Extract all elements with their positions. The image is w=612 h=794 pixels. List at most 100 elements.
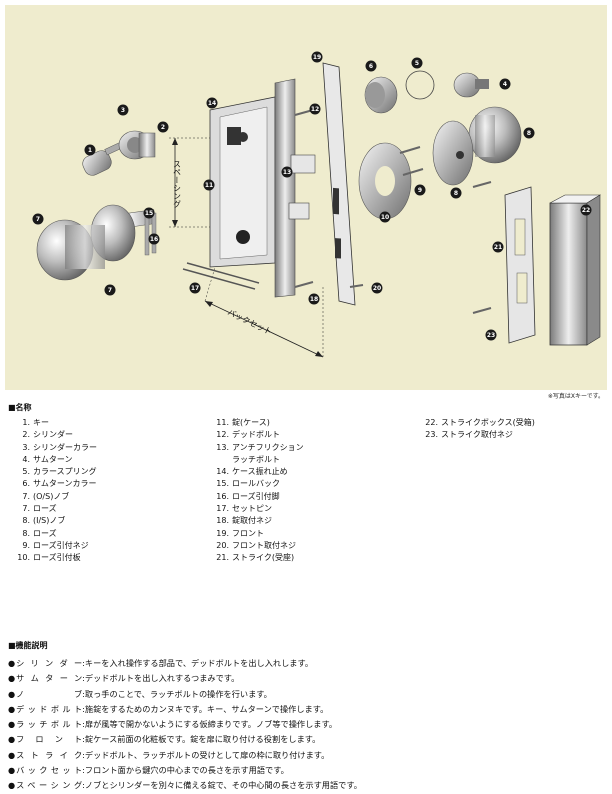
- callout-21: 21: [492, 241, 504, 253]
- part-label: 錠取付ネジ: [232, 516, 272, 526]
- part-label: ストライク取付ネジ: [441, 430, 513, 440]
- function-description: デッドボルト、ラッチボルトの受けとして扉の枠に取り付けます。: [84, 749, 330, 760]
- callout-8: 8: [523, 127, 535, 139]
- part-name-item: 19.フロント: [205, 528, 304, 540]
- function-term: フロント: [16, 734, 83, 745]
- part-label: デッドボルト: [232, 430, 280, 440]
- part-name-item: 12.デッドボルト: [205, 429, 304, 441]
- svg-text:23: 23: [487, 332, 495, 339]
- svg-text:14: 14: [208, 100, 216, 107]
- callout-4: 4: [499, 78, 511, 90]
- part-number: 5.: [22, 467, 30, 477]
- callout-16: 16: [148, 233, 160, 245]
- svg-text:4: 4: [503, 81, 507, 88]
- part-number: 21.: [216, 553, 229, 563]
- callout-8: 8: [450, 187, 462, 199]
- inside-knob-shape: [432, 106, 522, 186]
- functions-section-title: ■機能説明: [8, 641, 48, 650]
- part-name-item: 21.ストライク(受座): [205, 552, 304, 564]
- part-name-item: 16.ローズ引付脚: [205, 491, 304, 503]
- svg-text:19: 19: [313, 54, 321, 61]
- function-item: ●スペーシング:ノブとシリンダーを別々に備える錠で、その中心間の長さを示す用語で…: [8, 778, 362, 793]
- part-name-item: 7.ローズ: [6, 503, 97, 515]
- function-item: ●バックセット:フロント面から鍵穴の中心までの長さを示す用語です。: [8, 763, 362, 778]
- callout-12: 12: [309, 103, 321, 115]
- function-description: デッドボルトを出し入れするつまみです。: [84, 673, 240, 684]
- part-number: 23.: [425, 430, 438, 440]
- part-number: 18.: [216, 516, 229, 526]
- front-plate-shape: [322, 62, 356, 306]
- part-label: サムターン: [33, 454, 73, 464]
- bullet-icon: ●: [8, 765, 16, 776]
- svg-text:5: 5: [415, 60, 419, 67]
- function-description: 施錠をするためのカンヌキです。キー、サムターンで操作します。: [84, 703, 329, 714]
- part-label: セットピン: [232, 504, 272, 514]
- term-separator: :: [82, 780, 85, 791]
- diagram-drawing: スペーシング バックセット: [32, 51, 602, 358]
- part-number: 13.: [216, 442, 229, 452]
- callout-5: 5: [411, 57, 423, 69]
- svg-text:9: 9: [418, 187, 422, 194]
- part-name-item: 15.ロールバック: [205, 478, 304, 490]
- svg-text:20: 20: [373, 285, 381, 292]
- part-number: 6.: [22, 479, 30, 489]
- cylinder-shape: [118, 130, 156, 160]
- term-separator: :: [82, 749, 85, 760]
- strike-shape: [504, 186, 536, 344]
- callout-20: 20: [371, 282, 383, 294]
- part-number: [205, 454, 229, 466]
- backset-label: バックセット: [226, 308, 273, 337]
- part-label: ローズ: [33, 528, 57, 538]
- part-label: キー: [33, 418, 49, 427]
- part-number: 12.: [216, 430, 229, 440]
- part-name-item: 10.ローズ引付板: [6, 552, 97, 564]
- callout-1: 1: [84, 144, 96, 156]
- function-description: 扉が風等で開かないようにする仮締まりです。ノブ等で操作します。: [84, 719, 338, 730]
- function-term: サムターン: [16, 673, 83, 684]
- part-name-item: 4.サムターン: [6, 454, 97, 466]
- function-term: バックセット: [16, 765, 83, 776]
- part-name-item: 14.ケース振れ止め: [205, 466, 304, 478]
- part-name-item: 13.アンチフリクション: [205, 442, 304, 454]
- svg-text:1: 1: [88, 147, 92, 154]
- function-term: ストライク: [16, 749, 83, 760]
- set-pins-shape: [182, 262, 260, 290]
- svg-text:3: 3: [121, 107, 125, 114]
- part-label: カラースプリング: [33, 467, 97, 477]
- function-term: ノブ: [16, 688, 83, 699]
- callout-19: 19: [311, 51, 323, 63]
- screws-shape: [294, 109, 492, 314]
- part-number: 1.: [22, 418, 30, 427]
- bullet-icon: ●: [8, 658, 16, 668]
- callout-14: 14: [206, 97, 218, 109]
- part-name-item: 5.カラースプリング: [6, 466, 97, 478]
- svg-text:7: 7: [108, 287, 112, 294]
- svg-text:10: 10: [381, 214, 389, 221]
- part-label: 錠(ケース): [232, 418, 270, 427]
- callout-15: 15: [143, 207, 155, 219]
- part-label: サムターンカラー: [33, 479, 97, 489]
- bullet-icon: ●: [8, 703, 16, 714]
- svg-text:22: 22: [582, 207, 590, 214]
- function-item: ●ラッチボルト:扉が風等で開かないようにする仮締まりです。ノブ等で操作します。: [8, 717, 362, 732]
- svg-text:21: 21: [494, 244, 502, 251]
- lock-case-shape: [209, 78, 316, 298]
- part-name-item: 6.サムターンカラー: [6, 478, 97, 490]
- function-description: キーを入れ操作する部品で、デッドボルトを出し入れします。: [84, 658, 314, 668]
- part-name-item: 1.キー: [6, 417, 97, 429]
- part-name-item: 8.(I/S)ノブ: [6, 515, 97, 527]
- part-number: 17.: [216, 504, 229, 514]
- part-label: アンチフリクション: [232, 442, 304, 452]
- part-label: ストライクボックス(受箱): [441, 418, 535, 427]
- parts-names-column-3: 22.ストライクボックス(受箱)23.ストライク取付ネジ: [414, 417, 535, 442]
- callout-9: 9: [414, 184, 426, 196]
- part-label: ロールバック: [232, 479, 280, 489]
- part-number: 7.: [22, 504, 30, 514]
- term-separator: :: [82, 673, 85, 684]
- function-term: スペーシング: [16, 780, 83, 791]
- part-label: ケース振れ止め: [232, 467, 288, 477]
- function-description: 錠ケース前面の化粧板です。錠を扉に取り付ける役割をします。: [84, 734, 321, 745]
- term-separator: :: [82, 703, 85, 714]
- part-label: シリンダーカラー: [33, 442, 97, 452]
